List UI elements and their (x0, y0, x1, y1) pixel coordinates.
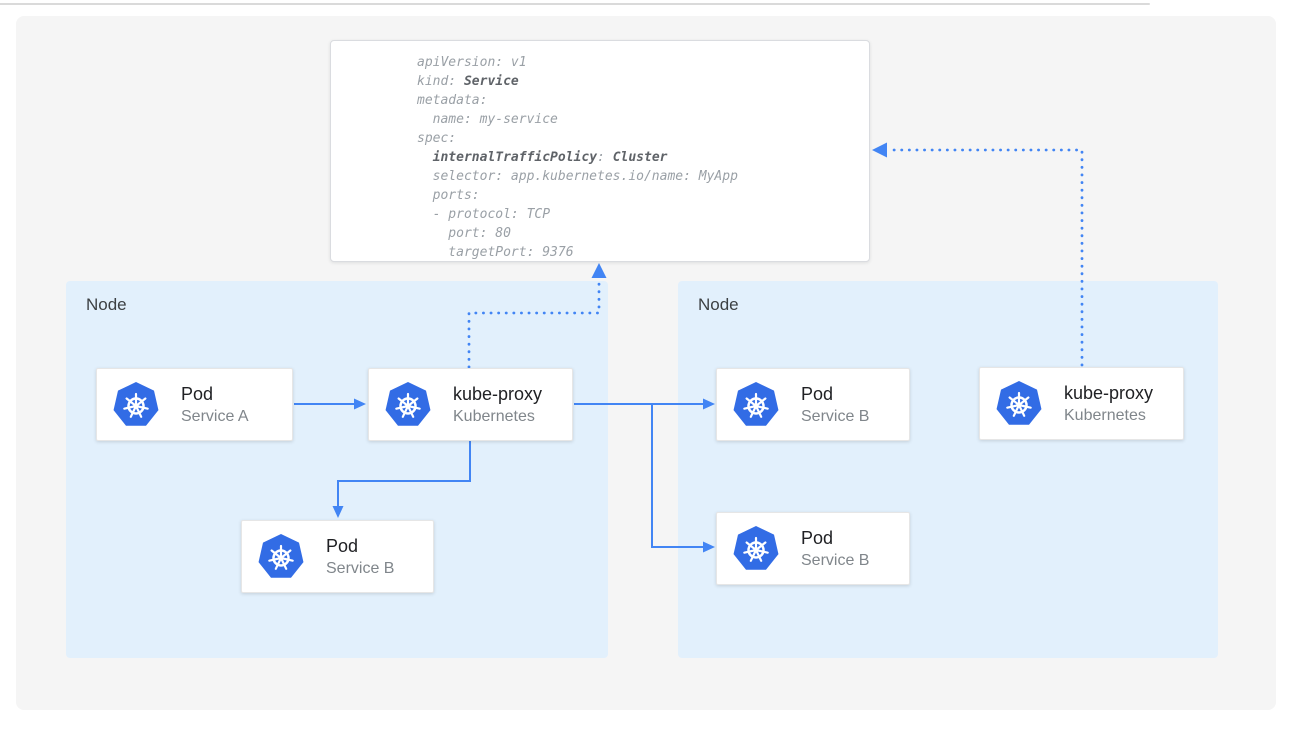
kubernetes-icon (731, 524, 781, 574)
top-divider (0, 3, 1150, 5)
code-line: port: 80 (417, 226, 511, 241)
card-title: Pod (326, 535, 359, 556)
kubernetes-icon (256, 532, 306, 582)
card-subtitle: Kubernetes (1064, 406, 1146, 424)
code-line: internalTrafficPolicy: Cluster (432, 150, 668, 165)
code-line: targetPort: 9376 (417, 245, 574, 260)
connector-kube-proxy-to-pod-b-left (337, 441, 471, 507)
code-line: name: my-service (417, 112, 558, 127)
code-line: metadata: (417, 93, 488, 108)
pod-service-b-card-right-top: Pod Service B (716, 368, 910, 441)
arrowhead (332, 506, 344, 518)
code-line: ports: (417, 188, 480, 203)
arrowhead (591, 263, 607, 278)
arrowhead (703, 541, 715, 553)
card-title: kube-proxy (1064, 382, 1154, 403)
kubernetes-icon (383, 380, 433, 430)
kubernetes-icon (994, 379, 1044, 429)
pod-service-b-card-right-bottom: Pod Service B (716, 512, 910, 585)
node-label: Node (86, 295, 127, 314)
card-subtitle: Service B (801, 551, 870, 569)
kube-proxy-card-right: kube-proxy Kubernetes (979, 367, 1184, 440)
card-subtitle: Service B (326, 559, 395, 577)
code-line: apiVersion: v1 (417, 55, 527, 70)
card-title: Pod (801, 383, 834, 404)
card-subtitle: Kubernetes (453, 407, 535, 425)
card-title: kube-proxy (453, 383, 543, 404)
card-subtitle: Service A (181, 407, 249, 425)
kubernetes-icon (111, 380, 161, 430)
card-title: Pod (801, 527, 834, 548)
arrowhead (354, 398, 366, 410)
node-label: Node (698, 295, 739, 314)
card-subtitle: Service B (801, 407, 870, 425)
kube-proxy-card-left: kube-proxy Kubernetes (368, 368, 573, 441)
arrowhead (872, 142, 887, 158)
code-line: kind: Service (417, 74, 519, 89)
arrowhead (703, 398, 715, 410)
service-yaml-code: apiVersion: v1 kind: Service metadata: nam… (417, 53, 869, 262)
dotted-kube-proxy-right-to-yaml (885, 148, 1084, 367)
code-line: - protocol: TCP (417, 207, 551, 222)
dotted-kube-proxy-left-to-yaml (467, 276, 601, 369)
node-box-left: Node (66, 281, 608, 658)
card-title: Pod (181, 383, 214, 404)
code-line: selector: app.kubernetes.io/name: MyApp (417, 169, 738, 184)
service-yaml-card: apiVersion: v1 kind: Service metadata: nam… (330, 40, 870, 262)
pod-service-a-card: Pod Service A (96, 368, 293, 441)
kubernetes-icon (731, 380, 781, 430)
pod-service-b-card-left: Pod Service B (241, 520, 434, 593)
connector-kube-proxy-to-pod-b-right-bottom (651, 404, 704, 548)
node-box-right: Node (678, 281, 1218, 658)
code-line: spec: (417, 131, 457, 146)
